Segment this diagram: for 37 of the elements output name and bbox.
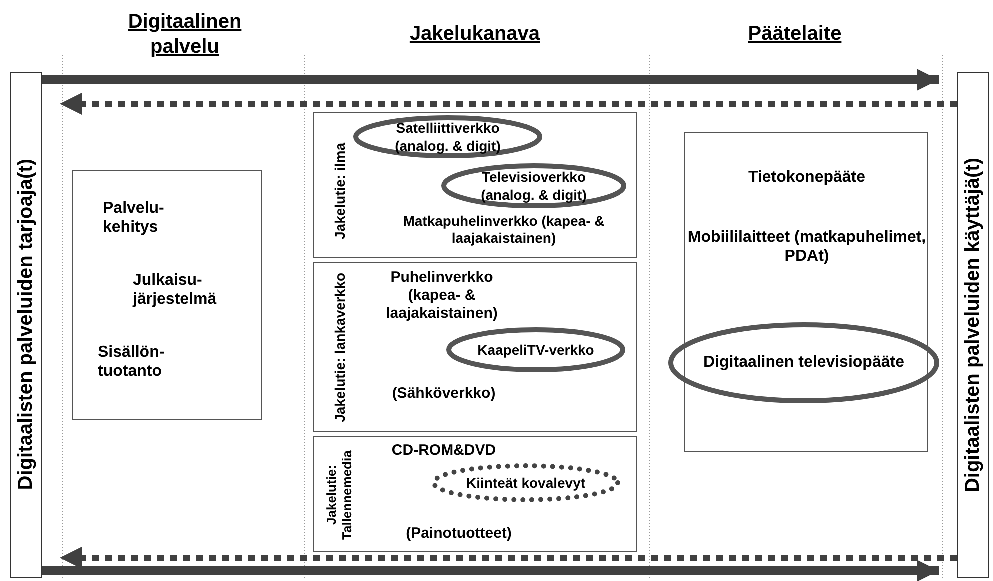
box-label: Mobiililaitteet (matkapuhelimet, PDAt) <box>686 228 928 266</box>
arrow <box>42 560 939 581</box>
ellipse-label: Satelliittiverkko (analog. & digit) <box>394 119 502 155</box>
highlight-ellipse <box>446 327 626 373</box>
dotted-arrow <box>60 93 957 115</box>
arrow <box>42 69 939 91</box>
box-label: Matkapuhelinverkko (kapea- & laajakaistainen) <box>402 213 606 247</box>
box-label: Julkaisu- järjestelmä <box>133 271 218 310</box>
group-box <box>313 436 637 552</box>
box-label: Sisällön- tuotanto <box>98 343 166 382</box>
box-label: Puhelinverkko (kapea- & laajakaistainen) <box>385 269 499 323</box>
group-box <box>72 170 262 420</box>
highlight-ellipse <box>441 163 627 209</box>
ellipse-label: Televisioverkko (analog. & digit) <box>480 168 588 204</box>
vertical-label: Jakelutie: lankaverkko <box>332 273 348 423</box>
box-label: (Painotuotteet) <box>405 525 513 543</box>
column-heading: Digitaalinen palvelu <box>127 10 243 60</box>
dotted-arrow <box>60 547 957 569</box>
ellipse-label: KaapeliTV-verkko <box>478 341 594 359</box>
box-label: CD-ROM&DVD <box>390 442 498 460</box>
box-label: Tietokonepääte <box>747 168 867 188</box>
ellipse-label: Digitaalinen televisiopääte <box>704 353 904 373</box>
group-box <box>313 262 637 432</box>
role-label-box: Digitaalisten palveluiden käyttäjä(t) <box>957 72 989 578</box>
box-label: Palvelu- kehitys <box>103 199 166 238</box>
role-label-box: Digitaalisten palveluiden tarjoaja(t) <box>10 72 42 578</box>
vertical-label: Jakelutie: Tallennemedia <box>324 449 356 542</box>
highlight-ellipse <box>353 115 543 159</box>
ellipse-label: Kiinteät kovalevyt <box>466 474 586 492</box>
dotted-ellipse <box>431 463 621 503</box>
vertical-label: Jakelutie: ilma <box>332 142 348 240</box>
highlight-ellipse <box>668 322 940 404</box>
box-label: (Sähköverkko) <box>391 385 497 403</box>
group-box <box>313 112 637 258</box>
column-heading: Päätelaite <box>747 22 843 47</box>
column-heading: Jakelukanava <box>408 22 542 47</box>
group-box <box>684 132 928 452</box>
